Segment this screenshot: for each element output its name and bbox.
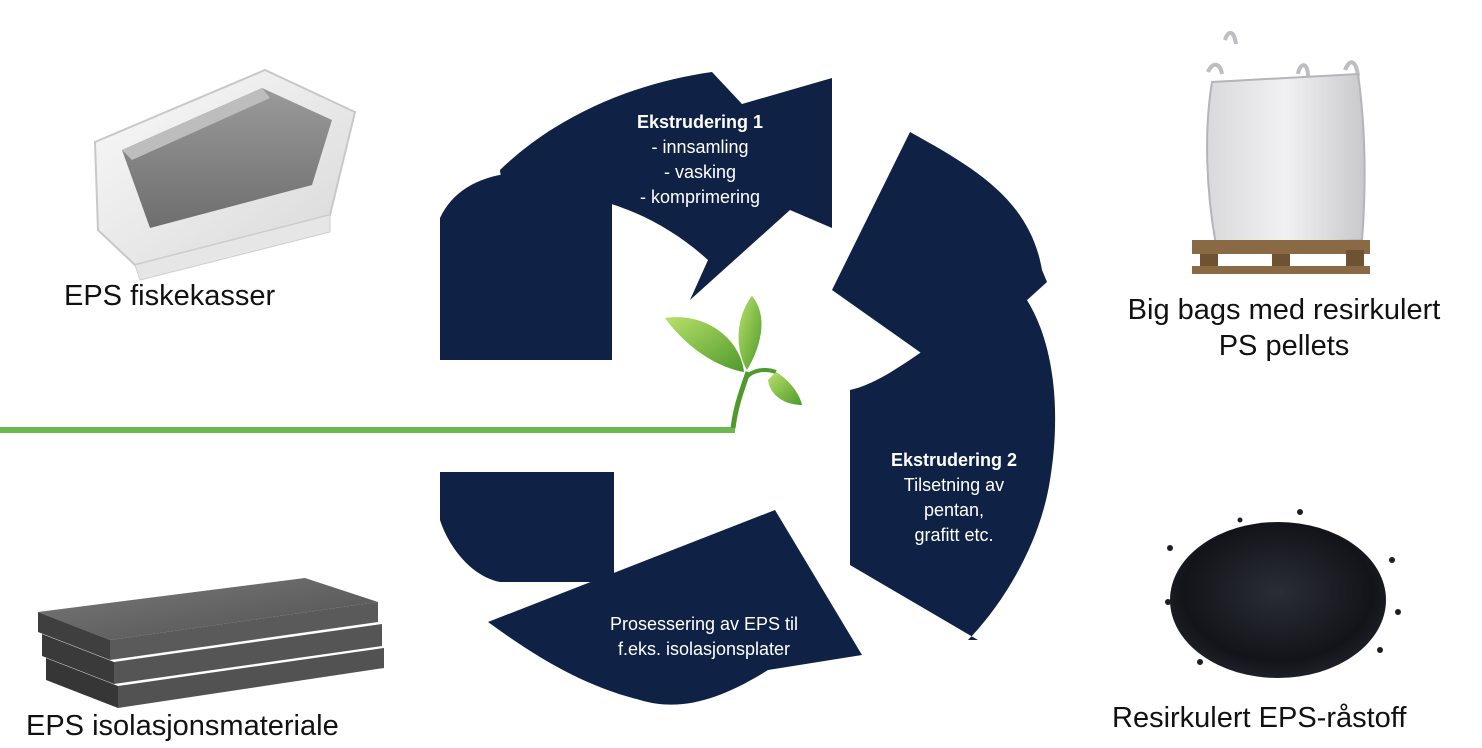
caption-insulation: EPS isolasjonsmateriale (26, 710, 339, 742)
step-extrusion-1-title: Ekstrudering 1 (636, 112, 764, 132)
recycle-arrows (440, 72, 1056, 705)
step-extrusion-1: Ekstrudering 1 - innsamling - vasking - … (620, 110, 780, 210)
step-extrusion-1-line: - innsamling (651, 137, 749, 157)
caption-big-bags-line-1: Big bags med resirkulert (1127, 294, 1441, 326)
step-processing-line: f.eks. isolasjonsplater (617, 639, 791, 659)
eps-fish-box-icon (93, 68, 357, 281)
step-processing-line: Prosessering av EPS til (609, 614, 799, 634)
step-extrusion-2-line: Tilsetning av (903, 475, 1005, 495)
caption-big-bags-line-2: PS pellets (1218, 330, 1350, 362)
arrow-extrusion-1 (440, 72, 832, 360)
step-extrusion-2-title: Ekstrudering 2 (890, 450, 1018, 470)
arrow-processing (440, 472, 862, 705)
step-extrusion-2: Ekstrudering 2 Tilsetning av pentan, gra… (872, 448, 1036, 548)
step-extrusion-1-line: - vasking (663, 162, 737, 182)
caption-raw-material: Resirkulert EPS-råstoff (1112, 702, 1407, 734)
caption-big-bags: Big bags med resirkulert PS pellets (1108, 292, 1460, 364)
green-sprout-icon (665, 296, 802, 429)
insulation-boards-icon (38, 578, 384, 708)
arrow-extrusion-2 (832, 132, 1056, 640)
caption-fish-boxes: EPS fiskekasser (64, 280, 276, 312)
black-pellets-icon (1165, 509, 1401, 678)
step-processing: Prosessering av EPS til f.eks. isolasjon… (582, 612, 826, 662)
step-extrusion-1-line: - komprimering (639, 187, 761, 207)
big-bag-on-pallet-icon (1192, 31, 1370, 274)
step-extrusion-2-line: pentan, (923, 500, 985, 520)
step-extrusion-2-line: grafitt etc. (914, 525, 994, 545)
